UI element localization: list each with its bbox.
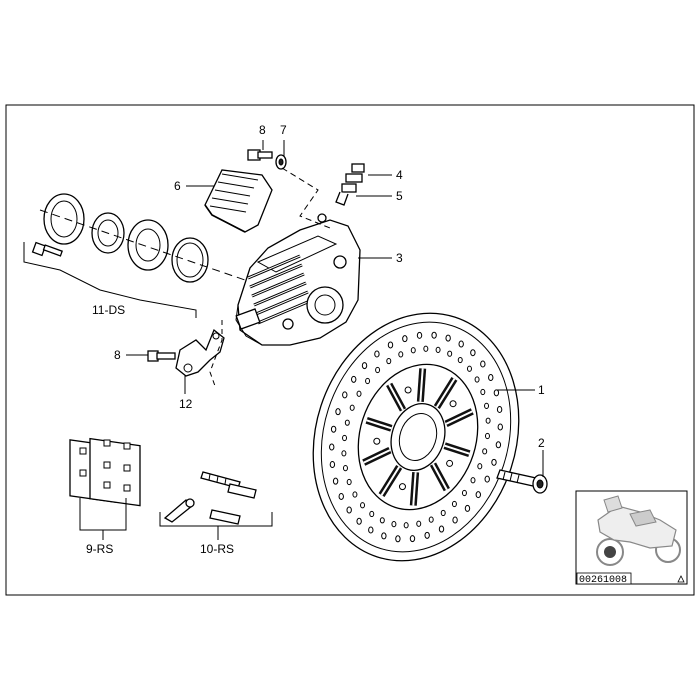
caliper-fins [247,254,311,325]
callout-10-rs: 10-RS [200,542,234,556]
callout-1: 1 [538,383,545,397]
callout-8-bracket: 8 [114,348,121,362]
washer[interactable] [275,154,287,170]
warning-triangle-icon [677,575,685,583]
thumbnail-part-number: 00261008 [579,575,627,586]
leader-lines [23,140,544,540]
disc-bolt[interactable] [496,469,548,494]
callout-2: 2 [538,436,545,450]
motorcycle-icon [596,495,681,566]
callout-12: 12 [179,397,193,411]
pad-spring[interactable] [204,169,273,233]
bracket[interactable] [175,328,225,377]
brake-disc[interactable] [282,286,550,587]
bolt-bracket[interactable] [147,350,176,362]
brake-caliper[interactable] [235,213,361,346]
disc-vent-holes [329,331,503,543]
pin-kit[interactable] [163,471,257,525]
diagram-border [5,104,695,596]
callout-11-ds: 11-DS [92,303,125,317]
seal-kit[interactable] [43,193,209,283]
pad-holes [79,439,131,492]
callout-8-top: 8 [259,123,266,137]
callout-3: 3 [396,251,403,265]
callout-7: 7 [280,123,287,137]
location-thumbnail: 00261008 [575,490,688,586]
callout-9-rs: 9-RS [86,542,113,556]
callout-6: 6 [174,179,181,193]
small-screw[interactable] [31,241,63,257]
disc-bolt-holes [373,386,457,491]
bleed-valve[interactable] [335,163,365,206]
brake-pads[interactable] [69,437,141,507]
disc-carrier-spokes [362,368,474,506]
bolt-top[interactable] [247,149,273,161]
callout-5: 5 [396,189,403,203]
callout-4: 4 [396,168,403,182]
